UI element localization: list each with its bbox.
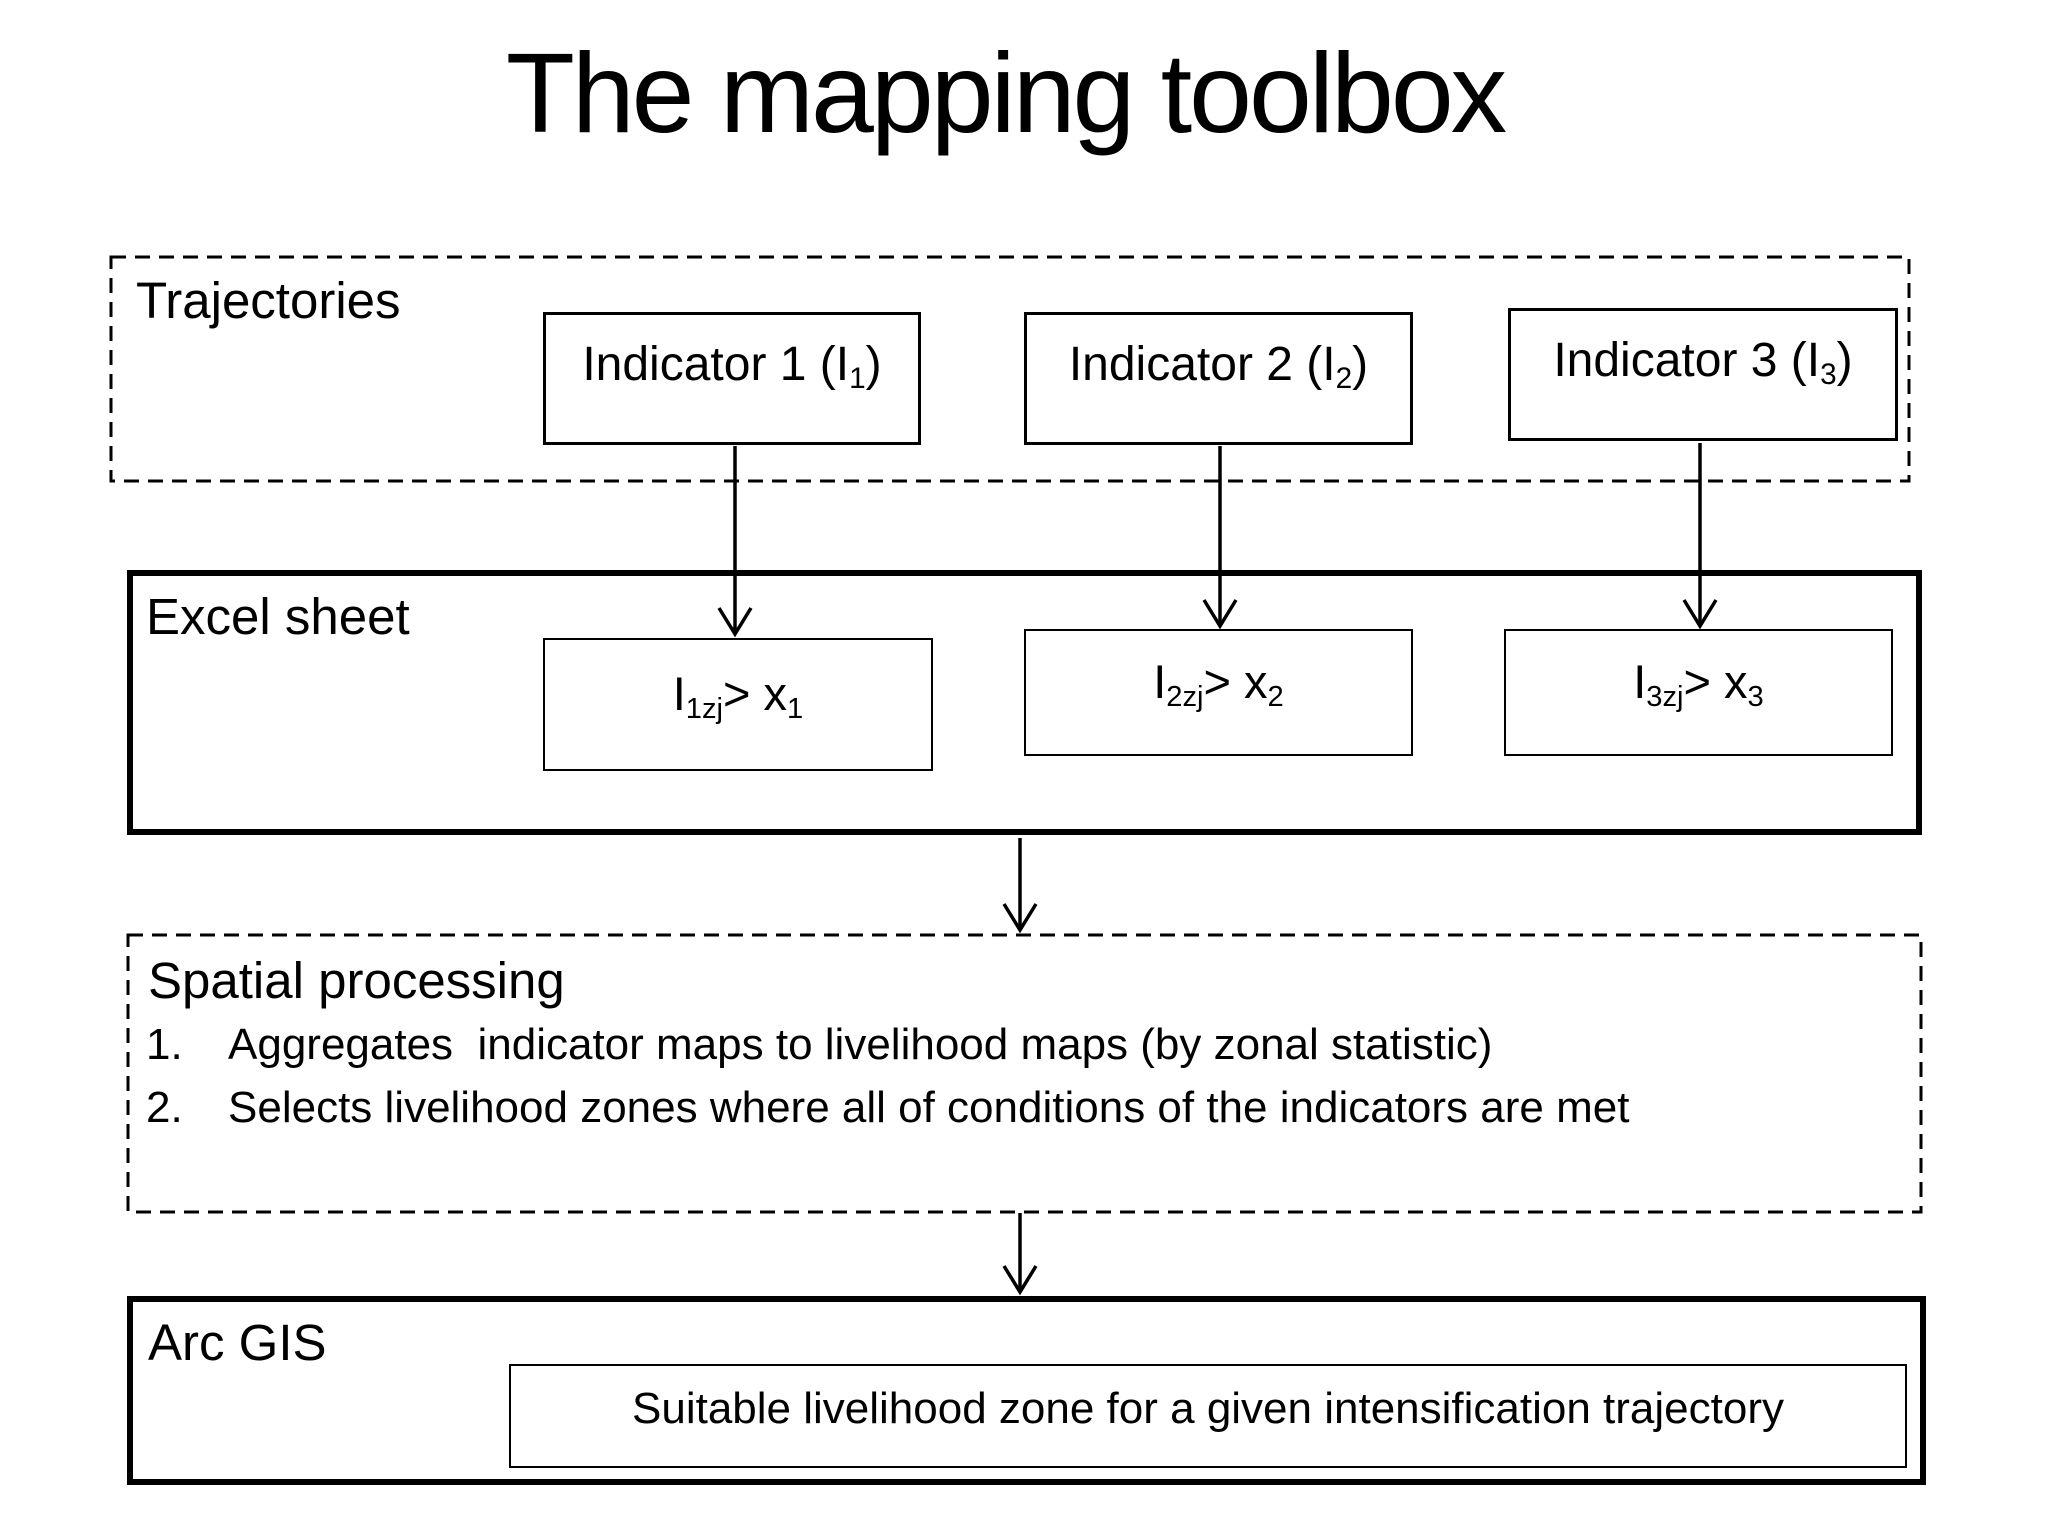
condition-2-formula: I2zj> x2 bbox=[1153, 655, 1284, 714]
arcgis-container bbox=[127, 1296, 1926, 1485]
indicator-2-box: Indicator 2 (I2) bbox=[1024, 312, 1413, 445]
spatial-step-1: 1. Aggregates indicator maps to liveliho… bbox=[146, 1013, 1906, 1076]
excel-sheet-label: Excel sheet bbox=[146, 588, 410, 645]
spatial-step-2-number: 2. bbox=[146, 1083, 183, 1132]
spatial-step-2-text: Selects livelihood zones where all of co… bbox=[228, 1083, 1630, 1132]
condition-2-box: I2zj> x2 bbox=[1024, 629, 1413, 756]
spatial-step-1-number: 1. bbox=[146, 1020, 183, 1069]
result-text: Suitable livelihood zone for a given int… bbox=[632, 1384, 1784, 1433]
indicator-3-box: Indicator 3 (I3) bbox=[1508, 308, 1898, 441]
condition-3-box: I3zj> x3 bbox=[1504, 629, 1893, 756]
page-title: The mapping toolbox bbox=[505, 30, 1507, 156]
arrow-spatial-to-arcgis bbox=[1002, 1213, 1038, 1296]
condition-1-box: I1zj> x1 bbox=[543, 638, 933, 771]
indicator-1-box: Indicator 1 (I1) bbox=[543, 312, 921, 445]
arrow-excel-to-spatial bbox=[1002, 838, 1038, 934]
excel-sheet-container bbox=[127, 570, 1922, 835]
spatial-step-1-text: Aggregates indicator maps to livelihood … bbox=[228, 1020, 1493, 1069]
indicator-2-label: Indicator 2 (I2) bbox=[1068, 338, 1369, 396]
indicator-3-label: Indicator 3 (I3) bbox=[1553, 334, 1853, 392]
arcgis-label: Arc GIS bbox=[148, 1314, 327, 1371]
condition-1-formula: I1zj> x1 bbox=[672, 667, 804, 726]
spatial-step-2: 2. Selects livelihood zones where all of… bbox=[146, 1076, 1906, 1139]
result-box: Suitable livelihood zone for a given int… bbox=[509, 1364, 1907, 1468]
indicator-1-label: Indicator 1 (I1) bbox=[582, 338, 882, 396]
spatial-processing-label: Spatial processing bbox=[148, 952, 565, 1009]
condition-3-formula: I3zj> x3 bbox=[1633, 655, 1764, 714]
trajectories-label: Trajectories bbox=[136, 272, 401, 329]
spatial-processing-steps: 1. Aggregates indicator maps to liveliho… bbox=[146, 1013, 1906, 1139]
